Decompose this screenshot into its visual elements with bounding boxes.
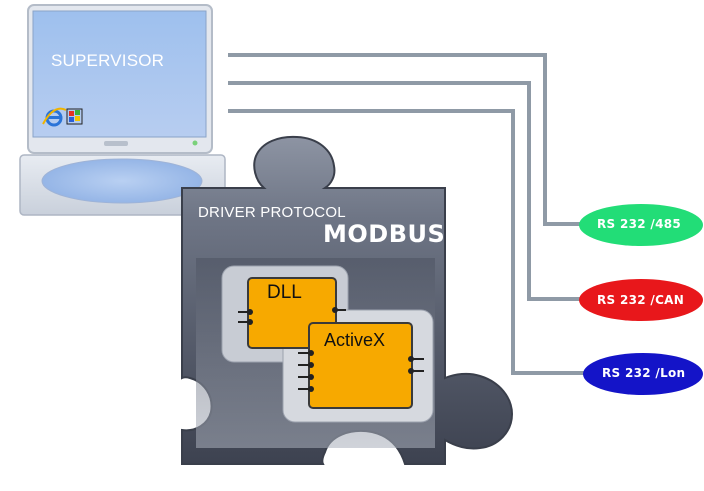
connector-lines [228, 53, 585, 375]
modbus-label: MODBUS [323, 220, 446, 248]
connector-line-485 [228, 53, 585, 226]
monitor-base-oval [41, 158, 203, 204]
driver-puzzle-piece [181, 135, 514, 465]
port-can-label: RS 232 /CAN [597, 293, 685, 307]
supervisor-label: SUPERVISOR [51, 51, 165, 70]
port-lon-ellipse [583, 353, 703, 395]
windows-icon [66, 108, 83, 125]
connector-line-can [228, 81, 585, 301]
dll-label: DLL [267, 282, 302, 303]
connector-line-lon [228, 109, 585, 375]
port-485-label: RS 232 /485 [597, 217, 682, 231]
port-485-ellipse [579, 204, 703, 246]
activex-label: ActiveX [324, 330, 386, 350]
port-can-ellipse [579, 279, 703, 321]
activex-component [298, 322, 424, 409]
driver-protocol-label: DRIVER PROTOCOL [198, 204, 346, 221]
supervisor-monitor [19, 4, 226, 216]
ie-icon [42, 107, 67, 127]
port-lon-label: RS 232 /Lon [602, 366, 686, 380]
